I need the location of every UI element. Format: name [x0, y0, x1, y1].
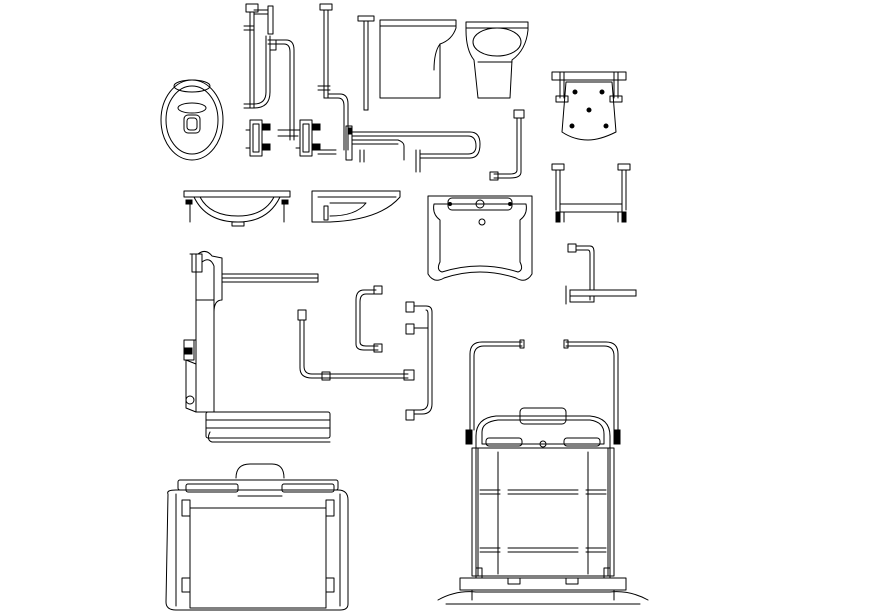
washbasin-front-view: [183, 190, 291, 227]
shower-trolley-front-view: [437, 339, 649, 605]
shower-seat-top-view: [551, 71, 627, 141]
vertical-support-rod: [357, 15, 375, 111]
washbasin-side-view: [311, 190, 401, 223]
l-shaped-grab-bar: [489, 109, 525, 181]
toilet-front-view: [465, 21, 529, 99]
toilet-top-view: [160, 79, 224, 161]
toilet-side-view: [379, 19, 457, 99]
shelf-bracket: [565, 243, 637, 305]
shower-chair-side-view: [183, 250, 331, 443]
ceiling-support-pole: [317, 3, 349, 155]
corner-grab-bar: [297, 309, 415, 381]
wall-grab-bar-vertical: [243, 3, 274, 109]
wall-grab-bar-long: [267, 39, 299, 141]
shower-seat-front-view: [551, 163, 631, 223]
shower-chair-top-view: [165, 463, 349, 611]
vertical-grab-rail: [405, 301, 433, 421]
u-shaped-grab-bar: [355, 285, 383, 353]
washbasin-top-view: [427, 195, 533, 281]
fold-up-grab-rail: [345, 125, 481, 173]
wall-bracket-pair: [245, 119, 321, 157]
